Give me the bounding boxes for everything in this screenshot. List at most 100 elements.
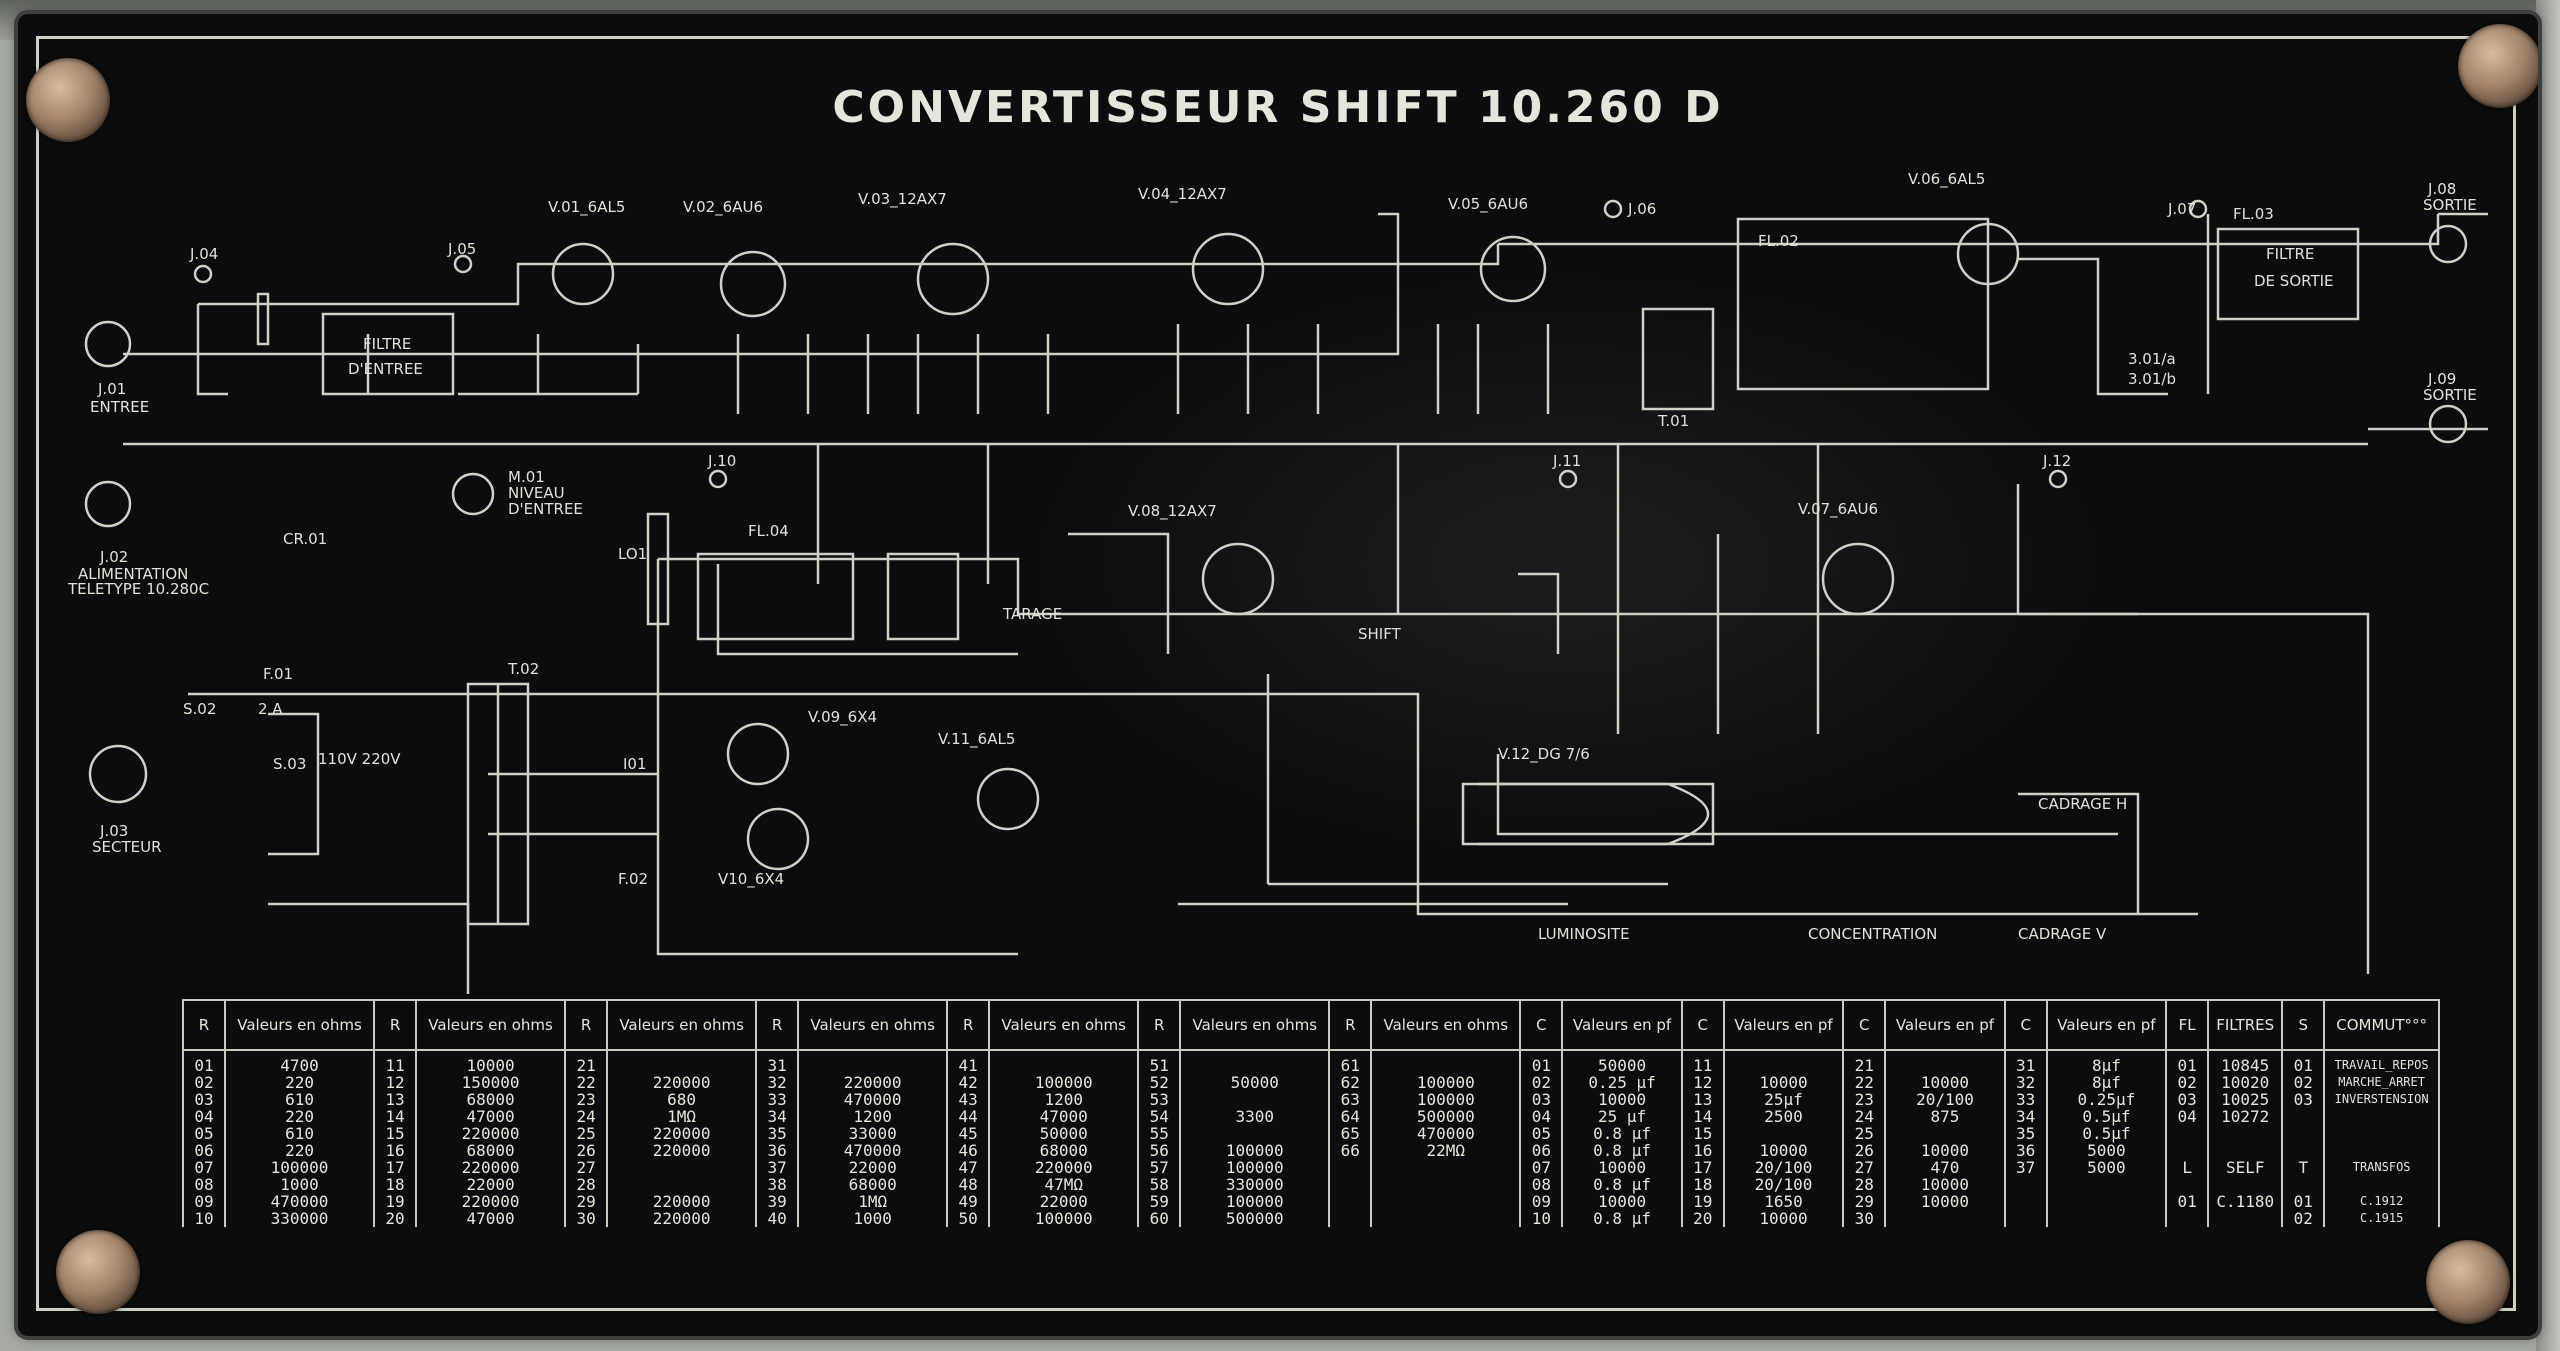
table-cell: 02 xyxy=(1519,1074,1564,1091)
label-filtre-sortie-2: DE SORTIE xyxy=(2254,272,2334,290)
table-cell: 06 xyxy=(182,1142,226,1159)
header-extra: FL xyxy=(2165,999,2210,1051)
label-v05: V.05_6AU6 xyxy=(1448,195,1528,214)
table-cell xyxy=(2003,1176,2048,1193)
table-cell: 01 xyxy=(1519,1050,1564,1074)
header-key: R xyxy=(1137,999,1182,1051)
table-cell xyxy=(606,1176,758,1193)
table-cell: 500000 xyxy=(1179,1210,1331,1227)
table-cell: 8µf xyxy=(2045,1074,2168,1091)
table-cell: 01 xyxy=(2165,1050,2210,1074)
table-cell xyxy=(1179,1091,1331,1108)
table-cell: 27 xyxy=(564,1159,609,1176)
table-cell: 09 xyxy=(182,1193,226,1210)
label-cadrage-v: CADRAGE V xyxy=(2018,925,2107,943)
table-cell xyxy=(2165,1210,2210,1227)
table-cell: 21 xyxy=(564,1050,609,1074)
header-key: C xyxy=(1842,999,1887,1051)
table-cell: 43 xyxy=(946,1091,991,1108)
table-cell: 10000 xyxy=(1561,1193,1683,1210)
label-v03: V.03_12AX7 xyxy=(858,190,947,209)
table-cell: 07 xyxy=(182,1159,226,1176)
table-cell: 1650 xyxy=(1722,1193,1845,1210)
table-cell: 50 xyxy=(946,1210,991,1227)
table-cell: 39 xyxy=(755,1193,800,1210)
label-fl04: FL.04 xyxy=(748,522,789,540)
table-cell: 470000 xyxy=(797,1142,949,1159)
table-cell: 01 xyxy=(2165,1193,2210,1210)
table-cell: 10 xyxy=(1519,1210,1564,1227)
table-cell: 22 xyxy=(564,1074,609,1091)
screw-top-right xyxy=(2458,24,2538,108)
table-cell: 27 xyxy=(1842,1159,1887,1176)
header-values: Valeurs en ohms xyxy=(797,999,949,1051)
table-cell xyxy=(1884,1125,2006,1142)
table-cell: 51 xyxy=(1137,1050,1182,1074)
table-cell xyxy=(2281,1176,2326,1193)
table-cell: 56 xyxy=(1137,1142,1182,1159)
label-v04: V.04_12AX7 xyxy=(1138,185,1227,204)
label-v01: V.01_6AL5 xyxy=(548,198,625,217)
table-cell: 1000 xyxy=(797,1210,949,1227)
table-cell: 100000 xyxy=(1370,1091,1522,1108)
table-cell: 5000 xyxy=(2045,1142,2168,1159)
table-cell: 13 xyxy=(373,1091,418,1108)
label-v08: V.08_12AX7 xyxy=(1128,502,1217,521)
header-values: Valeurs en ohms xyxy=(415,999,567,1051)
label-s03: S.03 xyxy=(273,755,306,773)
table-cell: 26 xyxy=(564,1142,609,1159)
table-cell: 610 xyxy=(223,1091,376,1108)
table-cell: 11 xyxy=(1680,1050,1725,1074)
table-cell: 0.8 µf xyxy=(1561,1210,1683,1227)
label-tarage: TARAGE xyxy=(1002,605,1062,623)
table-cell: 220 xyxy=(223,1074,376,1091)
table-cell: 31 xyxy=(755,1050,800,1074)
table-cell xyxy=(2323,1142,2440,1159)
table-cell: 47MΩ xyxy=(988,1176,1140,1193)
table-cell: 68000 xyxy=(988,1142,1140,1159)
table-cell: 10000 xyxy=(1722,1142,1845,1159)
table-cell: 02 xyxy=(2281,1074,2326,1091)
table-cell: 20/100 xyxy=(1722,1176,1845,1193)
table-cell: 10000 xyxy=(1884,1176,2006,1193)
header-key: C xyxy=(1519,999,1564,1051)
table-cell: 46 xyxy=(946,1142,991,1159)
table-cell: 220000 xyxy=(988,1159,1140,1176)
table-cell: 15 xyxy=(373,1125,418,1142)
table-cell: 1MΩ xyxy=(606,1108,758,1125)
label-j09-sub: SORTIE xyxy=(2423,386,2477,404)
label-j12: J.12 xyxy=(2042,452,2071,470)
table-cell: 220000 xyxy=(606,1142,758,1159)
table-cell: 53 xyxy=(1137,1091,1182,1108)
table-cell: 34 xyxy=(2003,1108,2048,1125)
table-cell: 26 xyxy=(1842,1142,1887,1159)
table-cell: 49 xyxy=(946,1193,991,1210)
table-cell: 47000 xyxy=(988,1108,1140,1125)
table-cell: 25 µf xyxy=(1561,1108,1683,1125)
label-v09: V.09_6X4 xyxy=(808,708,877,727)
label-v12: V.12_DG 7/6 xyxy=(1498,745,1590,764)
label-j05: J.05 xyxy=(447,240,476,258)
table-cell: 33 xyxy=(2003,1091,2048,1108)
table-cell: 54 xyxy=(1137,1108,1182,1125)
table-cell: 37 xyxy=(2003,1159,2048,1176)
table-cell: 220000 xyxy=(606,1125,758,1142)
table-cell: 24 xyxy=(564,1108,609,1125)
label-j08-sub: SORTIE xyxy=(2423,196,2477,214)
table-cell: 220000 xyxy=(606,1074,758,1091)
table-cell xyxy=(606,1159,758,1176)
table-cell: 100000 xyxy=(1179,1159,1331,1176)
table-cell: 28 xyxy=(564,1176,609,1193)
table-cell: 10 xyxy=(182,1210,226,1227)
table-cell: 47 xyxy=(946,1159,991,1176)
label-cr01: CR.01 xyxy=(283,530,327,548)
table-cell: 01 xyxy=(2281,1050,2326,1074)
table-cell: 470000 xyxy=(797,1091,949,1108)
label-j02-sub2: TELETYPE 10.280C xyxy=(67,580,209,598)
